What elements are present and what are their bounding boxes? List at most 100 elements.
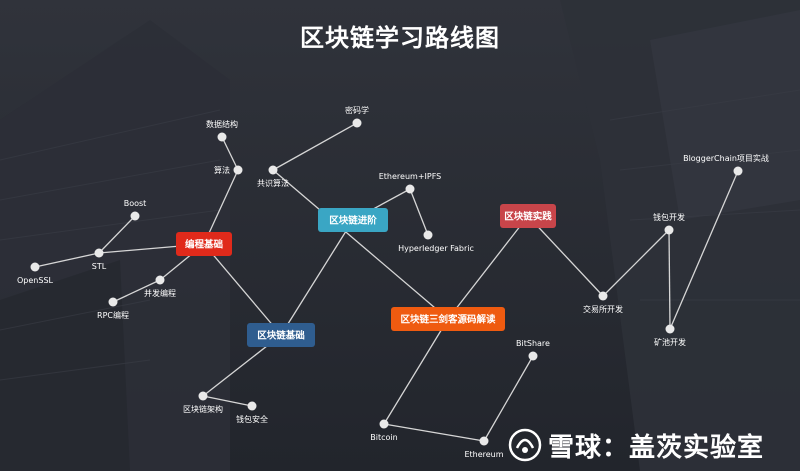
node-label: OpenSSL: [17, 276, 54, 285]
page-title: 区块链学习路线图: [300, 24, 500, 52]
node-dot: [130, 211, 140, 221]
node-label: Bitcoin: [370, 433, 397, 442]
node-suanfa: 算法: [214, 165, 243, 175]
box-shape: [318, 208, 388, 232]
node-dot: [664, 225, 674, 235]
node-dot: [268, 165, 278, 175]
node-label: Boost: [124, 199, 147, 208]
node-kuangchi: 矿池开发: [654, 324, 686, 347]
node-fabric: Hyperledger Fabric: [398, 230, 474, 253]
edge-boost-stl: [98, 215, 136, 254]
box-sanjian: 区块链三剑客源码解读: [391, 307, 505, 331]
edge-mima-gongshi: [272, 122, 358, 171]
node-label: Hyperledger Fabric: [398, 244, 474, 253]
node-gongshi: 共识算法: [257, 165, 289, 188]
node-label: Ethereum+IPFS: [379, 172, 442, 181]
edge-stl-openssl: [34, 252, 100, 268]
node-qianbao2: 钱包开发: [653, 212, 685, 235]
node-dot: [352, 118, 362, 128]
node-dot: [108, 297, 118, 307]
box-shape: [247, 323, 315, 347]
node-bingfa: 并发编程: [144, 275, 176, 298]
edge-qianbao2-kuangchi: [668, 229, 671, 330]
edge-kuangchi-blogger: [669, 170, 739, 330]
node-dot: [379, 419, 389, 429]
node-label: RPC编程: [97, 310, 129, 320]
node-dot: [479, 436, 489, 446]
node-blogger: BloggerChain项目实战: [683, 153, 769, 176]
node-label: 钱包开发: [653, 212, 685, 222]
node-label: 共识算法: [257, 178, 289, 188]
edge-ethereum-bitshare: [483, 355, 534, 442]
node-label: 区块链架构: [183, 404, 223, 414]
node-dot: [423, 230, 433, 240]
box-jinjie: 区块链进阶: [318, 208, 388, 232]
watermark: 雪球：盖茨实验室: [508, 428, 765, 463]
edge-shuju-suanfa: [221, 136, 239, 171]
node-eth_ipfs: Ethereum+IPFS: [379, 172, 442, 194]
edge-jiagou-qianbao1: [202, 395, 253, 407]
box-biancheng: 编程基础: [176, 232, 232, 256]
edge-bitcoin-ethereum: [383, 423, 485, 442]
node-dot: [155, 275, 165, 285]
node-label: BitShare: [516, 339, 550, 348]
edge-gongshi-sanjian: [272, 169, 449, 320]
node-dot: [30, 262, 40, 272]
node-label: Ethereum: [464, 450, 503, 459]
node-dot: [247, 401, 257, 411]
edge-shijian-jiaoyi: [527, 215, 604, 297]
node-dot: [733, 166, 743, 176]
box-shijian: 区块链实践: [500, 204, 556, 228]
box-shape: [176, 232, 232, 256]
node-label: 密码学: [345, 105, 369, 115]
box-shape: [500, 204, 556, 228]
node-bitcoin: Bitcoin: [370, 419, 398, 442]
node-label: 数据结构: [206, 119, 238, 129]
edge-eth_ipfs-fabric: [409, 188, 429, 236]
snowball-logo-icon: [508, 428, 542, 462]
node-dot: [528, 351, 538, 361]
box-label: 区块链实践: [504, 211, 552, 223]
node-label: 并发编程: [144, 288, 176, 298]
node-dot: [405, 184, 415, 194]
box-label: 区块链进阶: [329, 215, 377, 227]
node-dot: [217, 132, 227, 142]
node-label: 矿池开发: [654, 337, 686, 347]
edge-sanjian-shijian: [447, 215, 529, 320]
node-dot: [665, 324, 675, 334]
node-label: 算法: [214, 165, 230, 175]
edge-suanfa-biancheng: [203, 169, 239, 245]
node-label: STL: [92, 262, 107, 271]
node-dot: [198, 391, 208, 401]
edges-layer: [34, 122, 739, 442]
node-dot: [233, 165, 243, 175]
node-stl: STL: [92, 248, 107, 271]
box-label: 区块链基础: [257, 330, 305, 342]
node-boost: Boost: [124, 199, 147, 221]
node-ethereum: Ethereum: [464, 436, 504, 459]
node-rpc: RPC编程: [97, 297, 129, 320]
node-dot: [94, 248, 104, 258]
watermark-text: 雪球：盖茨实验室: [548, 432, 765, 463]
box-shape: [391, 307, 505, 331]
box-jichu: 区块链基础: [247, 323, 315, 347]
node-label: BloggerChain项目实战: [683, 153, 769, 163]
edge-jiaoyi-qianbao2: [602, 229, 670, 297]
edge-sanjian-bitcoin: [383, 318, 449, 425]
node-label: 交易所开发: [583, 304, 623, 314]
box-label: 编程基础: [185, 239, 224, 251]
node-mima: 密码学: [345, 105, 369, 128]
node-bitshare: BitShare: [516, 339, 550, 361]
node-openssl: OpenSSL: [17, 262, 54, 285]
node-jiagou: 区块链架构: [183, 391, 223, 414]
node-qianbao1: 钱包安全: [236, 401, 268, 424]
edge-bingfa-rpc: [112, 279, 161, 303]
node-dot: [598, 291, 608, 301]
edge-jichu-jinjie: [280, 219, 354, 336]
edge-biancheng-jichu: [203, 243, 282, 336]
